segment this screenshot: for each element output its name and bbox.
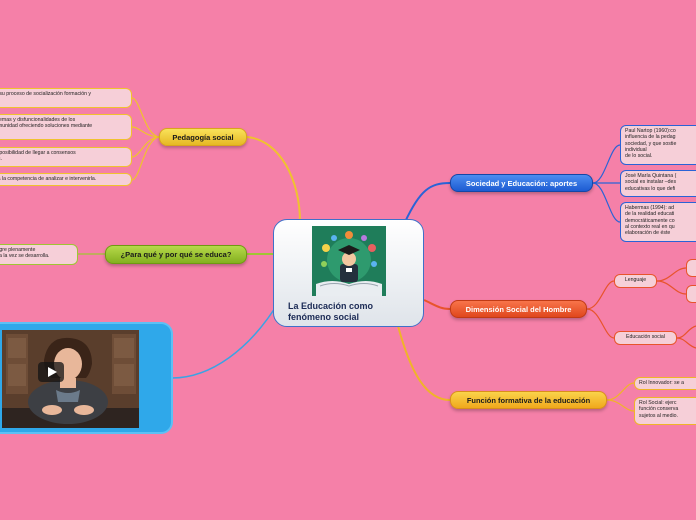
branch-pedagogia-social[interactable]: Pedagogía social bbox=[159, 128, 247, 146]
pedagogia-leaf-2[interactable]: blemas y disfuncionalidades de los omuni… bbox=[0, 114, 132, 140]
video-frame-illustration bbox=[2, 330, 139, 428]
pedagogia-leaf-3[interactable]: e posibilidad de llegar a consensos es. bbox=[0, 147, 132, 167]
sociedad-leaf-nartop[interactable]: Paul Nartop (1960):co influencia de la p… bbox=[620, 125, 696, 165]
branch-dimension-social[interactable]: Dimensión Social del Hombre bbox=[450, 300, 587, 318]
pedagogia-leaf-4[interactable]: ita la competencia de analizar e interve… bbox=[0, 173, 132, 186]
central-title: La Educación como fenómeno social bbox=[288, 301, 374, 322]
para-que-leaf-1[interactable]: tegre plenamente y a la vez se desarroll… bbox=[0, 244, 78, 265]
branch-para-que-se-educa[interactable]: ¿Para qué y por qué se educa? bbox=[105, 245, 247, 264]
dimension-leaf-educacion-social[interactable]: Educación social bbox=[614, 331, 677, 345]
funcion-leaf-innovador[interactable]: Rol Innovador: se a bbox=[634, 377, 696, 390]
sociedad-leaf-quintana[interactable]: José María Quintana ( social es instalar… bbox=[620, 170, 696, 197]
pedagogia-leaf-1[interactable]: n su proceso de socialización formación … bbox=[0, 88, 132, 108]
sociedad-leaf-habermas[interactable]: Habermas (1994): ad de la realidad educa… bbox=[620, 202, 696, 242]
funcion-leaf-social[interactable]: Rol Social: ejerc función conserva sujet… bbox=[634, 397, 696, 425]
central-topic[interactable]: La Educación como fenómeno social bbox=[273, 219, 424, 327]
play-icon[interactable] bbox=[38, 362, 64, 382]
branch-sociedad-educacion[interactable]: Sociedad y Educación: aportes bbox=[450, 174, 593, 192]
dimension-leaf-lenguaje[interactable]: Lenguaje bbox=[614, 274, 657, 288]
lenguaje-subleaf-2[interactable] bbox=[686, 285, 696, 303]
graduate-illustration-icon bbox=[312, 226, 386, 296]
lenguaje-subleaf-1[interactable] bbox=[686, 259, 696, 277]
branch-funcion-formativa[interactable]: Función formativa de la educación bbox=[450, 391, 607, 409]
video-thumbnail bbox=[2, 330, 139, 428]
embedded-video[interactable] bbox=[0, 322, 173, 434]
